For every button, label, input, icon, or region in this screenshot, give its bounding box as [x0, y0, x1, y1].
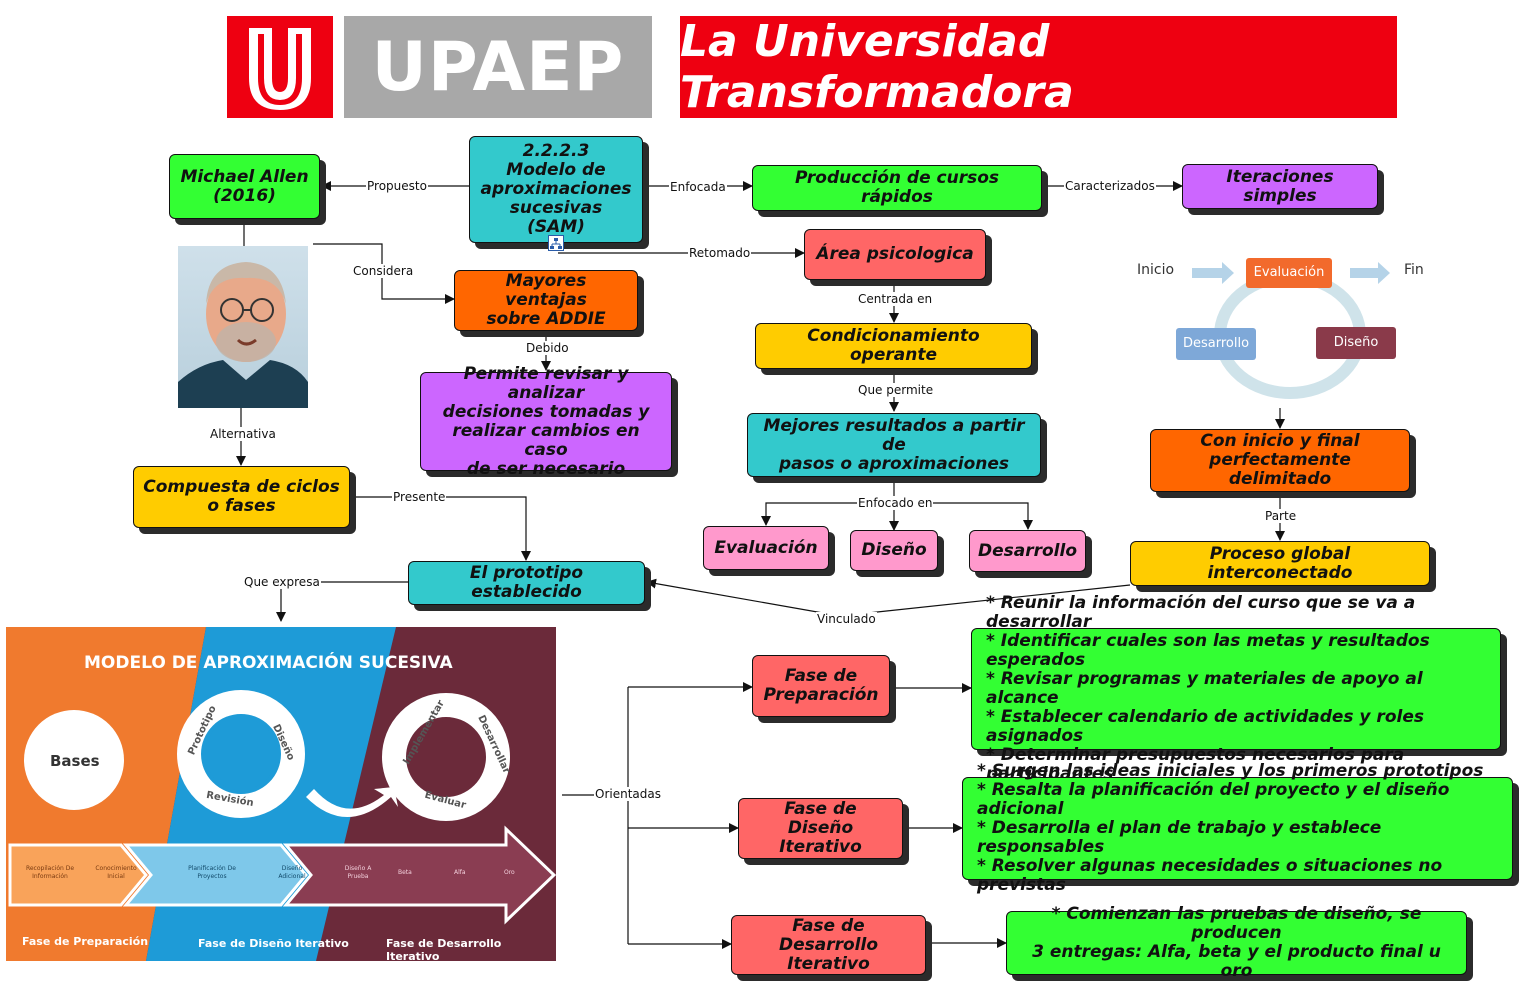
tagline-banner: La Universidad Transformadora: [680, 16, 1397, 118]
submap-icon[interactable]: [548, 235, 564, 251]
cycle-fin: Fin: [1404, 262, 1424, 278]
cycle-diagram: Inicio Fin Evaluación Desarrollo Diseño: [1110, 240, 1460, 406]
node-lista-preparacion[interactable]: * Reunir la información del curso que se…: [971, 594, 1501, 784]
node-desarrollo[interactable]: Desarrollo: [969, 530, 1086, 572]
cycle-inicio: Inicio: [1137, 262, 1175, 278]
node-sam[interactable]: 2.2.2.3 Modelo de aproximaciones sucesiv…: [469, 136, 643, 243]
node-permite[interactable]: Permite revisar y analizar decisiones to…: [420, 364, 672, 478]
node-diseno[interactable]: Diseño: [850, 530, 938, 571]
node-proceso[interactable]: Proceso global interconectado: [1130, 541, 1430, 586]
node-lista-desarrollo[interactable]: * Comienzan las pruebas de diseño, se pr…: [1006, 905, 1467, 981]
sam-phase-1: Fase de Preparación: [22, 935, 149, 948]
node-compuesta[interactable]: Compuesta de ciclos o fases: [133, 466, 350, 528]
cycle-evaluacion: Evaluación: [1246, 258, 1332, 288]
logo-text: UPAEP: [371, 27, 625, 107]
sam-step-3: Planificación De Proyectos: [188, 865, 236, 880]
link-label-orientadas: Orientadas: [594, 787, 662, 801]
link-label-debido: Debido: [525, 341, 570, 355]
portrait-icon: [178, 262, 308, 408]
node-fase-diseno[interactable]: Fase de Diseño Iterativo: [738, 798, 903, 859]
sam-title: MODELO DE APROXIMACIÓN SUCESIVA: [84, 653, 453, 673]
node-produccion[interactable]: Producción de cursos rápidos: [752, 165, 1042, 211]
node-ventajas[interactable]: Mayores ventajas sobre ADDIE: [454, 270, 638, 331]
node-inicio-final[interactable]: Con inicio y final perfectamente delimit…: [1150, 429, 1410, 492]
tagline: La Universidad Transformadora: [680, 16, 1074, 118]
node-fase-preparacion[interactable]: Fase de Preparación: [752, 655, 890, 717]
sam-step-5: Diseño A Prueba: [344, 865, 372, 880]
link-label-presente: Presente: [392, 490, 447, 504]
link-label-enfocado-en: Enfocado en: [857, 496, 934, 510]
link-label-considera: Considera: [352, 264, 415, 278]
sam-phase-3: Fase de Desarrollo Iterativo: [386, 937, 502, 961]
link-label-centrada: Centrada en: [857, 292, 934, 306]
cycle-diseno: Diseño: [1316, 327, 1396, 359]
link-label-enfocada: Enfocada: [669, 180, 727, 194]
sam-phase-2: Fase de Diseño Iterativo: [198, 937, 349, 950]
link-label-propuesto: Propuesto: [366, 179, 428, 193]
sam-step-1: Recopilación De Información: [25, 865, 75, 880]
sam-step-8: Oro: [504, 869, 515, 876]
logo-u-icon: [249, 28, 311, 110]
logo-u-block: [227, 16, 333, 118]
link-label-retomado: Retomado: [688, 246, 752, 260]
node-fase-desarrollo[interactable]: Fase de Desarrollo Iterativo: [731, 915, 926, 975]
node-mejores[interactable]: Mejores resultados a partir de pasos o a…: [747, 413, 1041, 477]
link-label-caracterizados: Caracterizados: [1064, 179, 1156, 193]
sam-step-7: Alfa: [454, 869, 466, 876]
network-icon: [550, 238, 562, 249]
link-label-vinculado: Vinculado: [816, 612, 877, 626]
logo-wordmark: UPAEP: [344, 16, 652, 118]
sam-step-4: Diseño Adicional: [278, 865, 306, 880]
cycle-desarrollo: Desarrollo: [1176, 328, 1256, 360]
node-lista-diseno[interactable]: * Surgen las ideas iniciales y los prime…: [962, 762, 1513, 895]
node-area[interactable]: Área psicologica: [804, 229, 986, 280]
sam-bases: Bases: [50, 752, 100, 770]
link-label-alternativa: Alternativa: [209, 427, 277, 441]
node-iteraciones[interactable]: Iteraciones simples: [1182, 164, 1378, 209]
sam-model-image: MODELO DE APROXIMACIÓN SUCESIVA Bases Pr…: [6, 627, 556, 961]
sam-background: [6, 627, 556, 961]
sam-step-2: Conocimiento Inicial: [95, 865, 137, 880]
node-evaluacion[interactable]: Evaluación: [703, 526, 829, 570]
link-label-que-permite: Que permite: [857, 383, 935, 397]
michael-allen-photo: [178, 246, 308, 408]
node-condicionamiento[interactable]: Condicionamiento operante: [755, 323, 1032, 369]
link-label-parte: Parte: [1264, 509, 1298, 523]
sam-step-6: Beta: [398, 869, 412, 876]
link-label-que-expresa: Que expresa: [243, 575, 321, 589]
node-prototipo[interactable]: El prototipo establecido: [408, 561, 645, 605]
node-michael-allen[interactable]: Michael Allen (2016): [169, 154, 320, 219]
